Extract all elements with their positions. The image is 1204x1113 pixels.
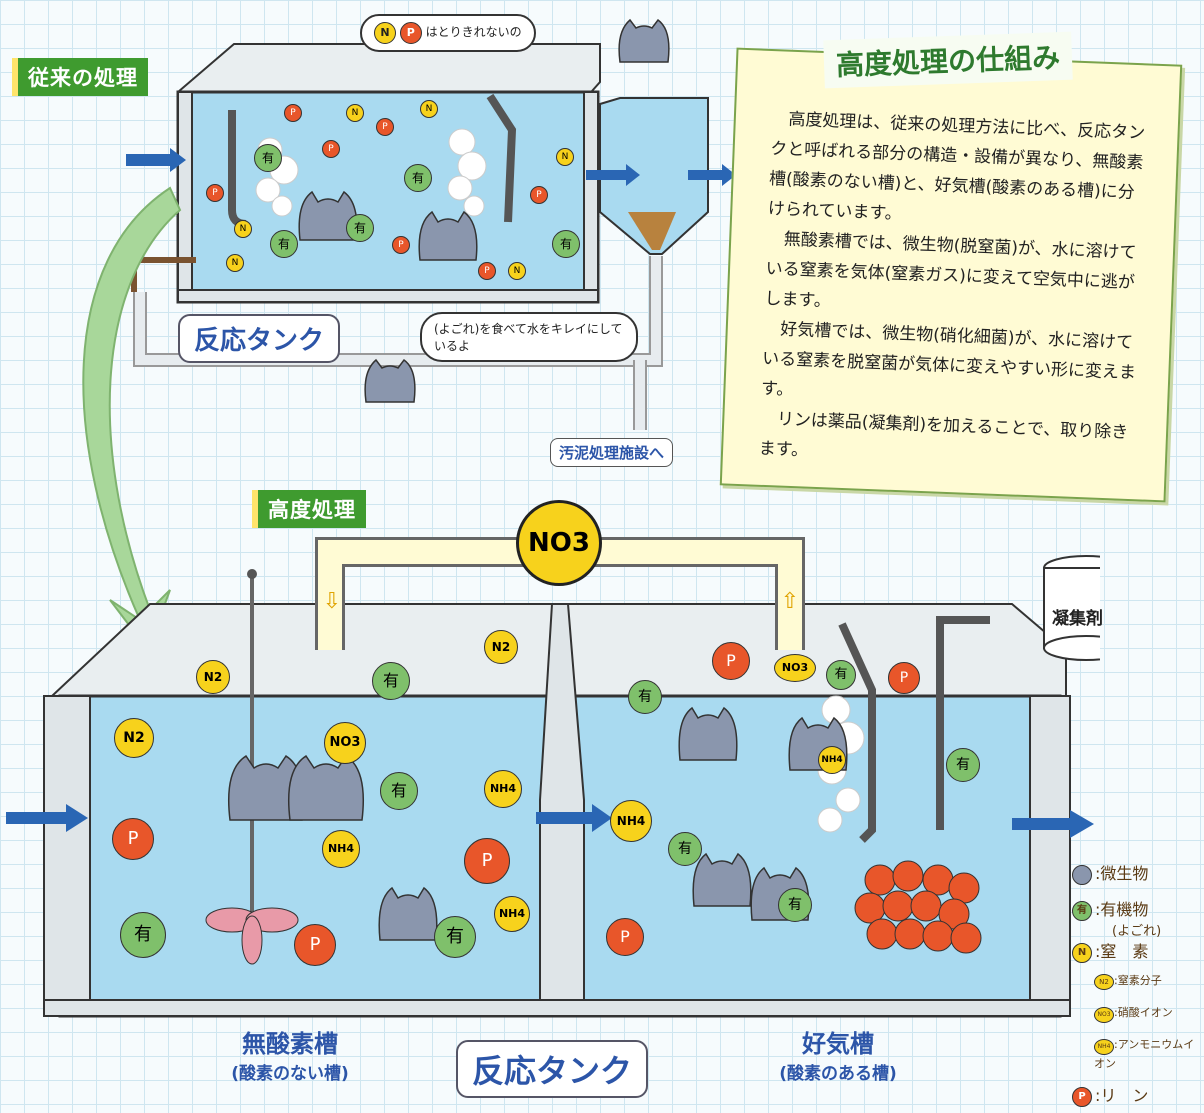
legend-microbe-label: :微生物 [1095,864,1149,883]
reaction-tank-label-top: 反応タンク [178,314,341,363]
organic-icon: 有 [778,888,812,922]
no3-large-icon: NO3 [516,500,602,586]
nitrogen-icon: N [374,22,396,44]
ammonium-icon: NH4 [484,770,522,808]
organic-icon: 有 [668,832,702,866]
sludge-label: 汚泥処理施設へ [550,438,674,467]
aerobic-tank-subtitle: (酸素のある槽) [779,1064,897,1084]
note-paragraph: 無酸素槽では、微生物(脱窒菌)が、水に溶けている窒素を気体(窒素ガス)に変えて空… [764,229,1137,312]
phosphorus-icon: P [530,186,548,204]
legend-nitrogen: N:窒 素 [1072,938,1148,963]
aerobic-tank-title: 好気槽 [802,1030,874,1058]
legend-phosphorus-label: :リ ン [1095,1086,1149,1105]
organic-icon: 有 [434,916,476,958]
organic-icon: 有 [346,214,374,242]
organic-icon: 有 [628,680,662,714]
legend-phosphorus: P:リ ン [1072,1082,1148,1107]
reaction-tank-label-bottom: 反応タンク [456,1040,649,1098]
organic-icon: 有 [1072,900,1092,921]
note-title: 高度処理の仕組み [823,31,1073,89]
aerobic-tank-caption: 好気槽 (酸素のある槽) [748,1024,928,1084]
nitrogen-icon: N [556,148,574,166]
nitrate-icon: NO3 [1094,1007,1114,1023]
advanced-treatment-label: 高度処理 [252,490,366,528]
nitrogen-molecule-icon: N2 [1094,974,1114,990]
nitrogen-icon: N [346,104,364,122]
phosphorus-icon: P [206,184,224,202]
note-paragraph: 好気槽では、微生物(硝化細菌)が、水に溶けている窒素を脱窒菌が気体に変えやすい形… [760,319,1137,401]
microbe-icon [1072,864,1092,885]
organic-icon: 有 [270,230,298,258]
legend-n2-label: :窒素分子 [1114,974,1162,987]
nitrogen-icon: N [226,254,244,272]
note-paragraph: 高度処理は、従来の処理方法に比べ、反応タンクと呼ばれる部分の構造・設備が異なり、… [767,109,1146,225]
coagulant-label: 凝集剤 [1052,609,1103,629]
legend-no3: NO3:硝酸イオン [1094,1004,1173,1023]
ammonium-icon: NH4 [1094,1039,1114,1055]
phosphorus-icon: P [399,22,422,44]
organic-callout-text: (よごれ)を食べて水をキレイにしているよ [434,322,623,353]
organic-icon: 有 [372,662,410,700]
phosphorus-icon: P [712,642,750,680]
np-callout-text: はとりきれないの [425,25,522,39]
phosphorus-icon: P [376,118,394,136]
organic-callout: (よごれ)を食べて水をキレイにしているよ [420,312,638,362]
organic-icon: 有 [946,748,980,782]
nitrogen-icon: N [1072,942,1092,963]
phosphorus-icon: P [322,140,340,158]
anoxic-tank-title: 無酸素槽 [242,1030,338,1058]
organic-icon: 有 [254,144,282,172]
nitrogen-icon: N [234,220,252,238]
organic-icon: 有 [380,772,418,810]
nitrate-icon: NO3 [774,654,816,682]
legend-organic-sub: (よごれ) [1112,924,1162,939]
ammonium-icon: NH4 [322,830,360,868]
legend-organic-label: :有機物 [1095,900,1149,919]
legend-no3-label: :硝酸イオン [1114,1006,1173,1019]
nitrogen-icon: N [508,262,526,280]
svg-text:⇧: ⇧ [781,589,799,614]
nitrogen-molecule-icon: N2 [196,660,230,694]
np-callout: N P はとりきれないの [360,14,536,52]
svg-text:⇩: ⇩ [323,589,341,614]
organic-icon: 有 [120,912,166,958]
phosphorus-icon: P [888,662,920,694]
legend-nh4-label: :アンモニウムイオン [1094,1038,1195,1070]
organic-icon: 有 [552,230,580,258]
ammonium-icon: NH4 [610,800,652,842]
phosphorus-icon: P [392,236,410,254]
phosphorus-icon: P [294,924,336,966]
phosphorus-icon: P [464,838,510,884]
anoxic-tank-caption: 無酸素槽 (酸素のない槽) [200,1024,380,1084]
nitrogen-molecule-icon: N2 [484,630,518,664]
ammonium-icon: NH4 [818,746,846,774]
anoxic-tank-subtitle: (酸素のない槽) [231,1064,349,1084]
nitrogen-icon: N [420,100,438,118]
legend-nh4: NH4:アンモニウムイオン [1094,1036,1200,1071]
phosphorus-icon: P [1072,1086,1092,1107]
nitrogen-molecule-icon: N2 [114,718,154,758]
ammonium-icon: NH4 [494,896,530,932]
legend-microbe: :微生物 [1072,860,1148,885]
phosphorus-icon: P [284,104,302,122]
legend-organic: 有:有機物 [1072,896,1148,921]
organic-icon: 有 [826,660,856,690]
phosphorus-icon: P [606,918,644,956]
legend-n2: N2:窒素分子 [1094,972,1162,990]
note-body: 高度処理は、従来の処理方法に比べ、反応タンクと呼ばれる部分の構造・設備が異なり、… [758,104,1154,478]
legend-nitrogen-label: :窒 素 [1095,942,1149,961]
conventional-treatment-label: 従来の処理 [12,58,148,96]
nitrate-icon: NO3 [324,722,366,764]
organic-icon: 有 [404,164,432,192]
phosphorus-icon: P [478,262,496,280]
phosphorus-icon: P [112,818,154,860]
